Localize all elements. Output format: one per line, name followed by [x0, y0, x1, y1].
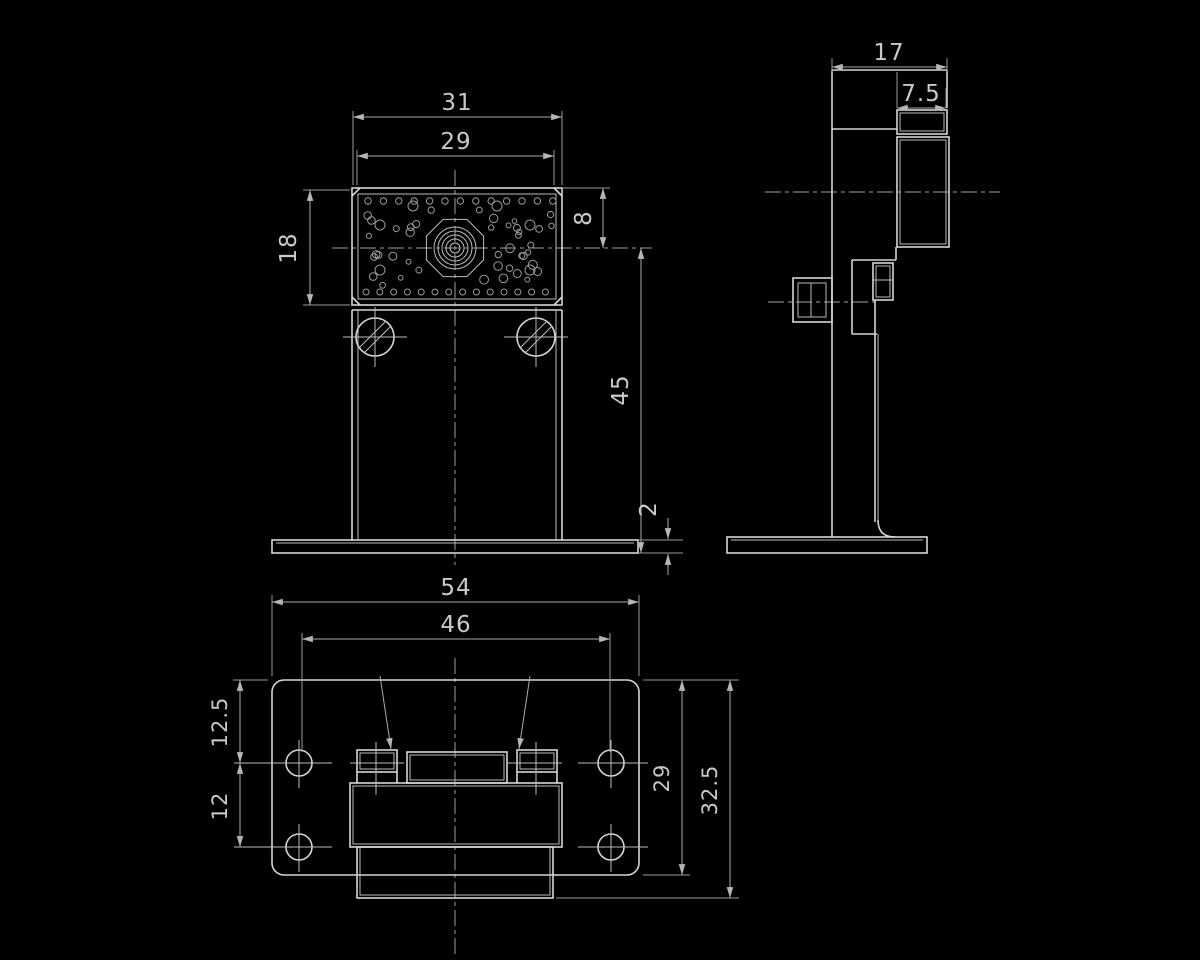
dim-label-overall-depth: 32.5: [698, 765, 722, 816]
side-view: 17 7.5: [726, 40, 1000, 554]
base-plate-outline: [271, 679, 640, 876]
bottom-view: 54 46 12.5 12 29 32.5: [208, 575, 739, 955]
dim-label-base-width: 54: [440, 575, 471, 601]
mounting-holes: [234, 740, 648, 872]
dim-label-board-height: 18: [276, 232, 302, 263]
dim-label-stand-height: 45: [608, 374, 634, 405]
dim-label-base-depth: 29: [650, 764, 674, 793]
base-plate-side: [726, 536, 928, 554]
lens: [425, 218, 485, 278]
dim-label-base-thickness: 2: [636, 501, 662, 517]
stand-column: [351, 309, 563, 540]
mounting-screw-right: [504, 307, 568, 367]
mounting-screw-left: [343, 307, 407, 367]
front-dimensions: 31 29 8 18 45 2: [276, 90, 683, 575]
dim-label-hole-pitch-x: 46: [440, 612, 471, 638]
dim-label-hole-pitch-y: 12: [208, 792, 232, 821]
dim-label-board-width: 31: [441, 90, 472, 116]
dim-label-hole-edge-offset: 12.5: [208, 697, 232, 748]
camera-board-outline: [351, 187, 563, 306]
dim-label-lens-offset: 8: [571, 210, 597, 226]
dim-label-lens-head-depth: 7.5: [901, 81, 941, 107]
bottom-dimensions: 54 46 12.5 12 29 32.5: [208, 575, 739, 899]
dim-label-board-inner-width: 29: [440, 129, 471, 155]
camera-body-footprint: [349, 675, 563, 899]
front-view: 31 29 8 18 45 2: [271, 90, 683, 575]
dim-label-head-depth: 17: [873, 40, 904, 66]
side-dimensions: 17 7.5: [831, 40, 948, 112]
pcb-via-pattern: [362, 197, 557, 296]
rear-screw-boss: [792, 277, 833, 323]
